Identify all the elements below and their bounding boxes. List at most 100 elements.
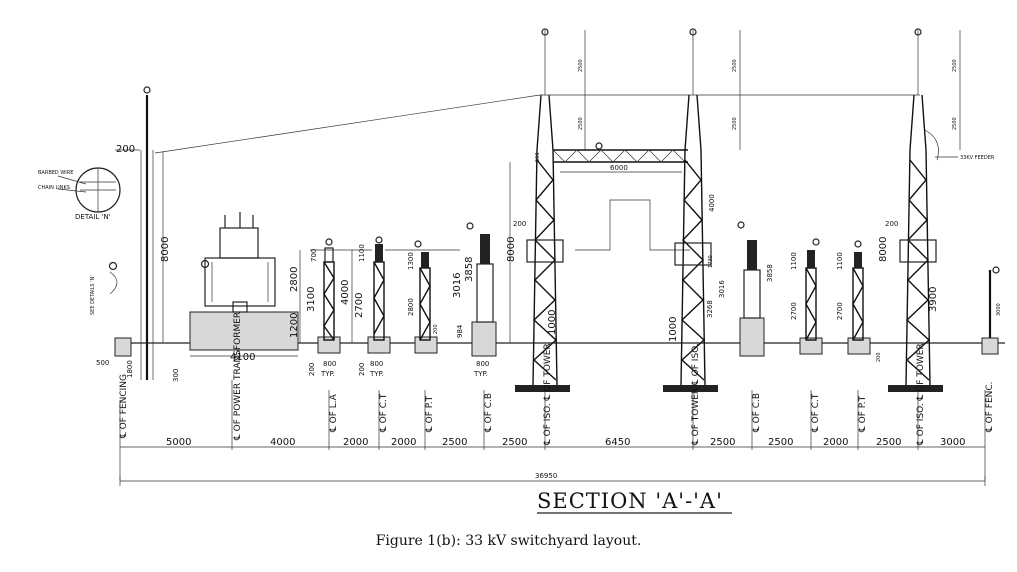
tower3-iso-dim: 200 [885,220,898,228]
ct-base-dim: 800 [370,360,383,368]
fence-offset-dim: 200 [116,144,135,155]
spacing-9: 2000 [823,437,848,448]
tower1-h-dim: 8000 [506,237,517,262]
tower3-h-dim: 8000 [878,237,889,262]
potential-transformer: 1300 2800 200 [385,240,460,354]
barbed-wire-label: BARBED WIRE [38,170,73,176]
cb2-c-dim: 3858 [766,264,774,282]
tower3-top-dim: 2500 [952,59,958,72]
cl-tower-iso-2: ℄ OF TOWER ℄ OF ISO. [691,343,701,446]
gantry-tower-1: 8000 200 500 1000 [506,28,570,392]
spacing-7: 2500 [710,437,735,448]
pt-height-dim: 2800 [407,298,415,316]
lightning-arrester: 3100 700 200 800 TYP. [306,238,341,378]
tower1-off-dim: 500 [535,152,541,162]
see-details-label: SEE DETAILS 'N' [90,275,96,315]
feeder-label: 33KV FEEDER [960,155,995,161]
transformer-h1-dim: 2800 [289,267,300,292]
cb-h2-dim: 3858 [464,257,475,282]
chain-links-label: CHAIN LINKS [38,185,70,191]
tower3-mid-dim: 2500 [952,117,958,130]
pt2-mid-dim: 2700 [836,302,844,320]
cl-pt-2: ℄ OF P.T [858,395,868,433]
cl-cb-2: ℄ OF C.B [752,393,762,433]
fence-base-b-dim: 500 [96,359,109,367]
total-length-dimension: 36950 [119,472,986,486]
cb-base-dim: 800 [476,360,489,368]
figure-caption: Figure 1(b): 33 kV switchyard layout. [375,533,642,549]
tower1-base-dim: 1000 [547,310,558,335]
pt-top-dim: 1300 [407,252,415,270]
spacing-10: 2500 [876,437,901,448]
cl-iso-tower-1: ℄ OF ISO. ℄ OF TOWER [543,343,553,446]
circuit-breaker: 3016 3858 984 800 TYP. [452,222,497,378]
detail-n-label: DETAIL 'N' [75,213,111,221]
transformer-h2-dim: 1200 [289,313,300,338]
tower2-base-dim: 1000 [668,317,679,342]
la-top-dim: 700 [310,249,318,262]
tower-top-dim: 2500 [578,59,584,72]
cb-typ-label: TYP. [473,370,488,378]
circuit-breaker-2: 3268 3016 3858 [706,221,774,357]
section-title: SECTION 'A'-'A' [537,489,723,513]
ct-height-dim: 4000 [340,280,351,305]
fence2-h-dim: 3000 [996,303,1002,316]
current-transformer: 4000 1100 2700 200 800 TYP. [340,236,391,378]
total-length: 36950 [535,472,557,480]
cl-iso-tower-3: ℄ OF ISO. ℄ OF TOWER [916,343,926,446]
fence-base-dim: 1800 [126,360,134,378]
gantry-tower-2: 2500 2500 2500 2500 4000 1730 1000 [578,28,741,392]
tower2-top-dim: 2500 [732,59,738,72]
fence-post-right: 3000 [981,266,1002,355]
spacing-1: 4000 [270,437,295,448]
tower1-iso-dim: 200 [513,220,526,228]
spacing-0: 5000 [166,437,191,448]
cl-ct-2: ℄ OF C.T [811,393,821,433]
ct-top-dim: 1100 [358,244,366,262]
spacing-5: 2500 [502,437,527,448]
spacing-6: 6450 [605,437,630,448]
tower2-1730-dim: 1730 [708,255,714,268]
spacing-2: 2000 [343,437,368,448]
power-transformer: 4100 2800 1200 [189,212,372,363]
cl-fencing: ℄ OF FENCING [119,374,129,439]
gantry-beam: 6000 [540,94,920,251]
cb-h1-dim: 3016 [452,273,463,298]
potential-transformer-2: 1100 2700 200 [836,240,882,362]
gantry-tower-3: 2500 2500 33KV FEEDER 8000 3900 200 [878,28,995,392]
pt-b-dim: 200 [433,324,439,334]
fence-height-dim: 8000 [160,237,171,262]
cl-ct: ℄ OF C.T [379,393,389,433]
la-depth-dim: 200 [308,363,316,376]
cl-la: ℄ OF L.A [329,393,339,433]
detail-n: BARBED WIRE CHAIN LINKS DETAIL 'N' SEE D… [38,167,121,315]
spacing-3: 2000 [391,437,416,448]
la-height-dim: 3100 [306,287,317,312]
ct-typ-label: TYP. [369,370,384,378]
section-heading: SECTION 'A'-'A' [537,489,732,514]
transformer-width-dim: 4100 [230,352,255,363]
tower2-4000-dim: 4000 [708,194,716,212]
beam-span-dim: 6000 [610,164,628,172]
tower-mid-dim: 2500 [578,117,584,130]
centerline-labels: ℄ OF FENCING ℄ OF POWER TRANSFORMER ℄ OF… [119,312,995,480]
ct2-mid-dim: 2700 [790,302,798,320]
cl-pt: ℄ OF P.T [425,395,435,433]
current-transformer-2: 1100 2700 [790,238,823,355]
spacing-8: 2500 [768,437,793,448]
pt2-b-dim: 200 [876,352,882,362]
ct-mid-dim: 2700 [354,293,365,318]
ct-depth-dim: 200 [358,363,366,376]
cb-b-dim: 984 [456,324,464,338]
switchyard-drawing: 200 8000 1800 500 300 BARBED WIRE CHAIN … [38,28,1005,514]
cl-cb: ℄ OF C.B [484,393,494,433]
fence-post-left: 200 8000 1800 500 300 [96,86,541,382]
cb2-a-dim: 3268 [706,300,714,318]
la-typ-label: TYP. [320,370,335,378]
la-base-dim: 800 [323,360,336,368]
spacing-11: 3000 [940,437,965,448]
fence-depth-dim: 300 [172,369,180,382]
cl-transformer: ℄ OF POWER TRANSFORMER [233,312,243,441]
spacing-4: 2500 [442,437,467,448]
pt2-top-dim: 1100 [836,252,844,270]
